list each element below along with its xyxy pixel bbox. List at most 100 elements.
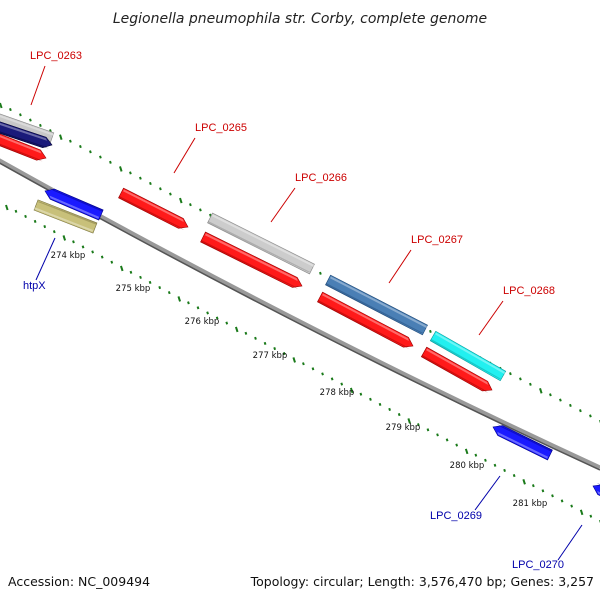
gene-label-lpc_0268[interactable]: LPC_0268	[478, 285, 555, 336]
minor-tick	[311, 367, 315, 371]
minor-tick	[589, 514, 593, 518]
navy-feature-1	[0, 120, 53, 149]
blue-arrow-lpc0269-highlight	[497, 431, 549, 459]
topology-summary: Topology: circular; Length: 3,576,470 bp…	[250, 574, 594, 589]
minor-tick	[579, 409, 582, 413]
red-arrow-lpc0265-shade	[118, 196, 185, 231]
gene-label-lpc_0266[interactable]: LPC_0266	[270, 172, 347, 223]
minor-tick	[167, 291, 171, 295]
blue-arrow-lpc0269	[492, 423, 553, 461]
minor-tick	[321, 372, 324, 376]
major-tick	[539, 387, 543, 394]
minor-tick	[196, 306, 200, 310]
minor-tick	[215, 316, 219, 320]
blue-arrow-gene-highlight	[49, 195, 100, 219]
scale-tick-label: 277 kbp	[253, 351, 288, 361]
minor-tick	[24, 214, 27, 218]
gray-feature-lpc0266-body	[207, 212, 315, 275]
major-tick	[292, 357, 296, 363]
blue-feature-lpc0267	[325, 274, 428, 336]
gene-name: LPC_0270	[512, 559, 564, 571]
gene-label-lpc_0263[interactable]: LPC_0263	[30, 50, 82, 106]
major-tick	[0, 102, 3, 109]
inner-tick-row	[5, 204, 600, 523]
cyan-feature-lpc0268-highlight	[435, 332, 506, 375]
cyan-feature-lpc0268	[429, 330, 507, 382]
major-tick	[5, 204, 9, 211]
minor-tick	[91, 250, 94, 254]
blue-feature-lpc0267-highlight	[330, 276, 428, 329]
gene-label-lpc_0265[interactable]: LPC_0265	[173, 122, 247, 174]
minor-tick	[569, 403, 572, 407]
minor-tick	[39, 123, 42, 127]
minor-tick	[9, 107, 12, 112]
red-arrow-lpc0265-highlight	[123, 189, 184, 223]
minor-tick	[273, 346, 277, 351]
backbone-line	[0, 158, 600, 471]
minor-tick	[417, 423, 420, 427]
minor-tick	[484, 458, 487, 462]
gene-label-lpc_0270[interactable]: LPC_0270	[512, 524, 583, 571]
red-arrow-lpc0263	[0, 132, 47, 162]
scale-tick-label: 279 kbp	[386, 423, 421, 433]
minor-tick	[509, 372, 512, 376]
minor-tick	[330, 377, 334, 381]
olive-feature-htpx-body	[33, 199, 98, 234]
minor-tick	[148, 280, 152, 285]
minor-tick	[378, 402, 382, 406]
major-tick	[234, 326, 239, 333]
gray-feature-1-highlight	[0, 114, 55, 137]
minor-tick	[187, 301, 190, 305]
callout-line	[30, 65, 46, 106]
blue-arrow-lpc0270-body	[592, 484, 600, 498]
red-arrow-lpc0263-shade	[0, 141, 43, 162]
minor-tick	[426, 428, 430, 432]
minor-tick	[110, 260, 114, 264]
minor-tick	[149, 181, 152, 186]
minor-tick	[302, 362, 305, 366]
minor-tick	[455, 443, 459, 447]
scale-tick-label: 280 kbp	[450, 461, 485, 471]
minor-tick	[340, 382, 344, 386]
gray-feature-lpc0266-highlight	[212, 214, 315, 268]
minor-tick	[159, 187, 162, 191]
gene-name: LPC_0268	[503, 285, 555, 297]
minor-tick	[225, 321, 229, 325]
scale-tick-label: 276 kbp	[185, 317, 220, 327]
blue-arrow-gene-body	[44, 188, 104, 221]
minor-tick	[99, 155, 102, 159]
blue-arrow-gene	[44, 187, 104, 221]
red-arrow-lpc0268-body	[420, 346, 493, 392]
major-tick	[177, 296, 182, 302]
minor-tick	[79, 144, 82, 149]
gene-name: LPC_0265	[195, 122, 247, 134]
gene-name: LPC_0266	[295, 172, 347, 184]
minor-tick	[189, 203, 192, 207]
minor-tick	[445, 438, 449, 442]
minor-tick	[529, 382, 532, 386]
minor-tick	[139, 176, 142, 180]
accession-text: Accession: NC_009494	[8, 574, 150, 589]
blue-feature-lpc0267-shade	[325, 283, 424, 334]
minor-tick	[169, 192, 172, 196]
minor-tick	[359, 392, 363, 396]
genome-backbone	[0, 158, 600, 471]
minor-tick	[541, 489, 545, 493]
gene-label-lpc_0269[interactable]: LPC_0269	[430, 475, 501, 522]
olive-feature-htpx-highlight	[33, 206, 94, 232]
minor-tick	[474, 453, 478, 457]
red-arrow-lpc0267-highlight	[322, 293, 409, 341]
major-tick	[179, 197, 183, 204]
cyan-feature-lpc0268-shade	[430, 339, 502, 380]
map-title: Legionella pneumophila str. Corby, compl…	[113, 11, 487, 27]
gene-label-lpc_0267[interactable]: LPC_0267	[388, 234, 463, 284]
minor-tick	[81, 245, 85, 249]
red-arrow-lpc0266-shade	[200, 240, 299, 290]
navy-feature-1-shade	[0, 129, 49, 149]
callout-line	[388, 249, 412, 284]
gene-label-htpx[interactable]: htpX	[23, 237, 56, 292]
minor-tick	[109, 160, 112, 164]
red-arrow-lpc0268	[420, 346, 493, 393]
minor-tick	[282, 352, 286, 356]
